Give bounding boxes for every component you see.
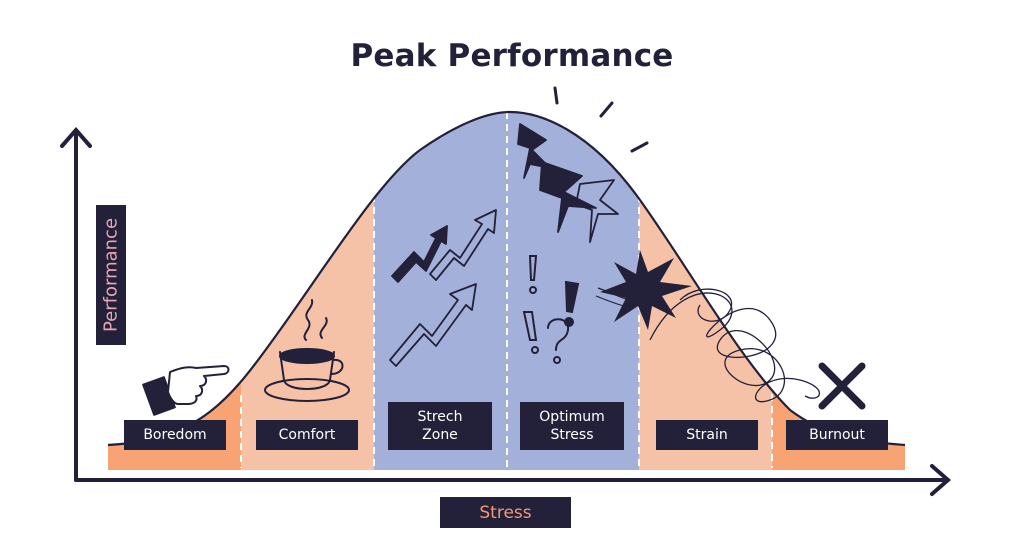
zone-label-strain: Strain xyxy=(656,420,758,450)
pointing-hand-icon xyxy=(142,365,230,416)
zone-dividers xyxy=(240,112,773,468)
coffee-cup-icon xyxy=(264,299,350,402)
zone-fill-burnout xyxy=(772,112,905,470)
zone-label-comfort: Comfort xyxy=(256,420,358,450)
burst-icon xyxy=(595,250,692,330)
y-axis-label: Performance xyxy=(96,205,126,345)
zone-label-stretch: Strech Zone xyxy=(388,402,492,450)
zone-label-boredom: Boredom xyxy=(124,420,226,450)
zone-label-optimum: Optimum Stress xyxy=(520,402,624,450)
diagram-title: Peak Performance xyxy=(350,38,674,74)
zone-fill-boredom xyxy=(108,112,241,470)
x-axis-label: Stress xyxy=(440,497,571,528)
x-mark-icon xyxy=(818,362,866,410)
peak-rays xyxy=(553,86,649,153)
zone-label-burnout: Burnout xyxy=(786,420,888,450)
x-axis-arrow xyxy=(930,464,952,496)
y-axis-arrow xyxy=(60,126,92,148)
lightning-bolts-icon xyxy=(517,123,619,243)
zone-fill-comfort xyxy=(241,112,374,470)
axes xyxy=(60,126,952,496)
y-axis-label-text: Performance xyxy=(100,217,122,333)
rising-arrows-icon xyxy=(389,209,497,367)
exclamation-question-icon xyxy=(522,255,580,364)
tangled-scribble-icon xyxy=(649,288,821,403)
bell-curve xyxy=(107,110,906,447)
